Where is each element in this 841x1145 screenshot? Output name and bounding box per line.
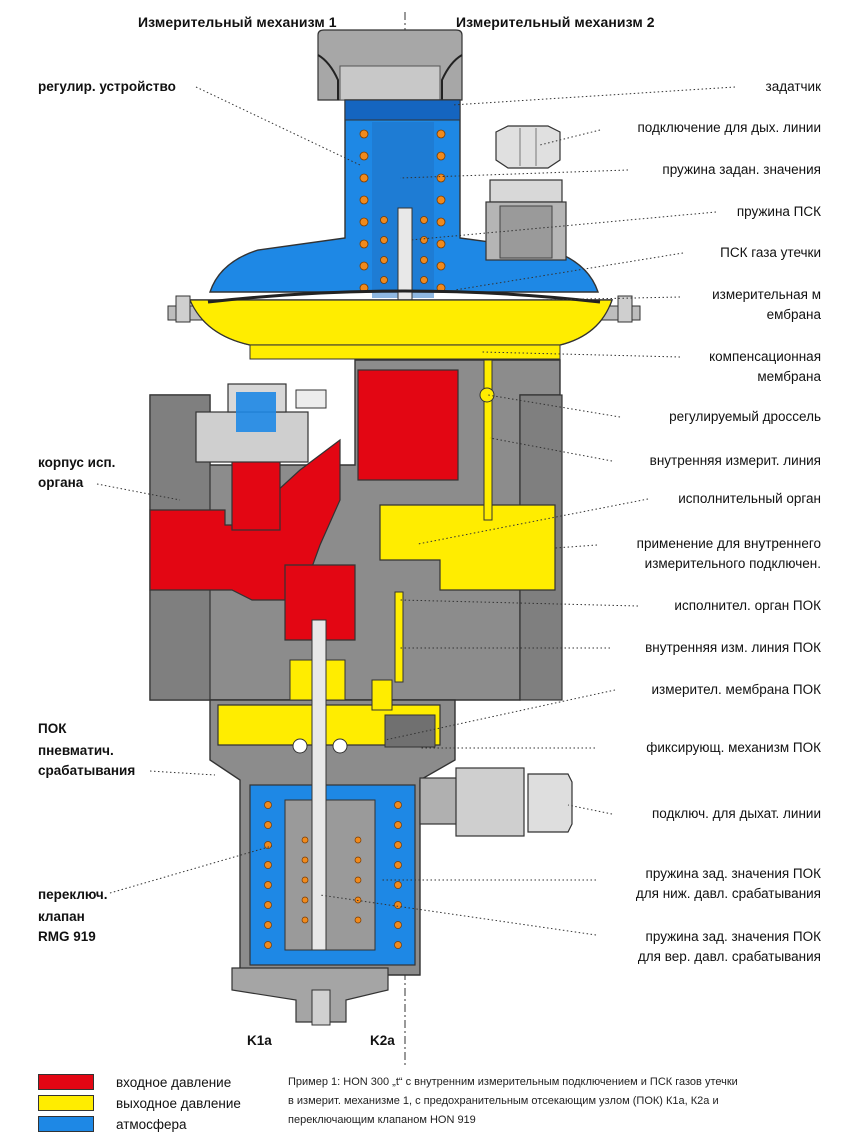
setter [344,99,461,121]
legend-inlet: входное давление [38,1073,231,1091]
lower-breather-fitting [455,767,525,837]
sav-stem [311,619,327,951]
lower-breather-nut [527,773,573,833]
label-breather-connection: подключение для дых. линии [637,120,821,135]
legend-swatch-atmosphere [38,1116,94,1132]
label-measuring-diaphragm-1: измерительная м [712,287,821,302]
sav-springs [264,801,402,949]
label-adjustable-throttle: регулируемый дроссель [669,409,821,424]
label-regulator: регулир. устройство [38,79,176,94]
label-switch-2: клапан [38,909,85,924]
top-cap-edge [317,54,339,100]
caption-line-1: Пример 1: HON 300 „t“ с внутренним измер… [288,1076,738,1088]
bottom-cap [231,967,389,1023]
port-k2a: K2a [370,1033,395,1048]
label-body-1: корпус исп. [38,455,116,470]
label-psk-leak-gas: ПСК газа утечки [720,245,821,260]
breather-nut [495,125,561,169]
label-low-trip-spring-1: пружина зад. значения ПОК [645,866,821,881]
pilot-atm [236,392,276,432]
label-switch-3: RMG 919 [38,929,96,944]
label-pok-2: пневматич. [38,743,114,758]
latch-mechanism [384,714,436,748]
label-pok-1: ПОК [38,721,67,736]
label-internal-sensing-line: внутренняя измерит. линия [649,453,821,468]
port-k1a: K1a [247,1033,272,1048]
label-sav-latch: фиксирующ. механизм ПОК [646,740,821,755]
legend-label-outlet: выходное давление [116,1095,241,1111]
breather-fitting [489,179,563,203]
header-mechanism-2: Измерительный механизм 2 [456,14,655,30]
label-actuator: исполнительный орган [678,491,821,506]
label-low-trip-spring-2: для ниж. давл. срабатывания [635,886,821,901]
label-compensation-diaphragm-2: мембрана [757,369,821,384]
legend-outlet: выходное давление [38,1094,241,1112]
throttle [479,387,495,403]
label-setter: задатчик [765,79,821,94]
compensation-diaphragm [249,344,561,360]
label-body-2: органа [38,475,84,490]
label-pok-3: срабатывания [38,763,136,778]
sensing-line [483,359,493,521]
legend-atmosphere: атмосфера [38,1115,187,1133]
sav-sensing-line [394,591,404,683]
diaphragm-membrane [207,289,601,304]
label-switch-1: переключ. [38,887,108,902]
label-psk-spring: пружина ПСК [736,204,821,219]
leader-lines [96,86,736,936]
label-high-trip-spring-1: пружина зад. значения ПОК [645,929,821,944]
sav-actuator [284,564,356,641]
label-breather-connection-lower: подключ. для дыхат. линии [651,806,821,821]
label-high-trip-spring-2: для вер. давл. срабатывания [637,949,821,964]
label-sav-sensing-line: внутренняя изм. линия ПОК [645,640,821,655]
legend-swatch-inlet [38,1074,94,1090]
set-screw [339,65,441,101]
legend-swatch-outlet [38,1095,94,1111]
label-measuring-diaphragm-2: ембрана [766,307,821,322]
pilot-red [231,459,281,531]
setpoint-spring [359,129,446,293]
inlet-pressure-zone [149,438,341,601]
header-mechanism-1: Измерительный механизм 1 [138,14,337,30]
outlet-pressure-zone [379,504,556,591]
label-sav-actuator: исполнител. орган ПОК [674,598,821,613]
label-setpoint-spring: пружина задан. значения [662,162,821,177]
label-compensation-diaphragm-1: компенсационная [709,349,821,364]
label-internal-connection-2: измерительного подключен. [644,556,821,571]
inlet-chamber [357,369,459,481]
label-internal-connection-1: применение для внутреннего [636,536,821,551]
label-sav-diaphragm: измерител. мембрана ПОК [651,682,822,697]
legend-label-atmosphere: атмосфера [116,1116,187,1132]
caption-line-2: в измерит. механизме 1, с предохранитель… [288,1095,719,1107]
legend-label-inlet: входное давление [116,1074,232,1090]
figure-caption: Пример 1: HON 300 „t“ с внутренним измер… [288,1073,833,1130]
caption-line-3: переключающим клапаном HON 919 [288,1114,476,1126]
